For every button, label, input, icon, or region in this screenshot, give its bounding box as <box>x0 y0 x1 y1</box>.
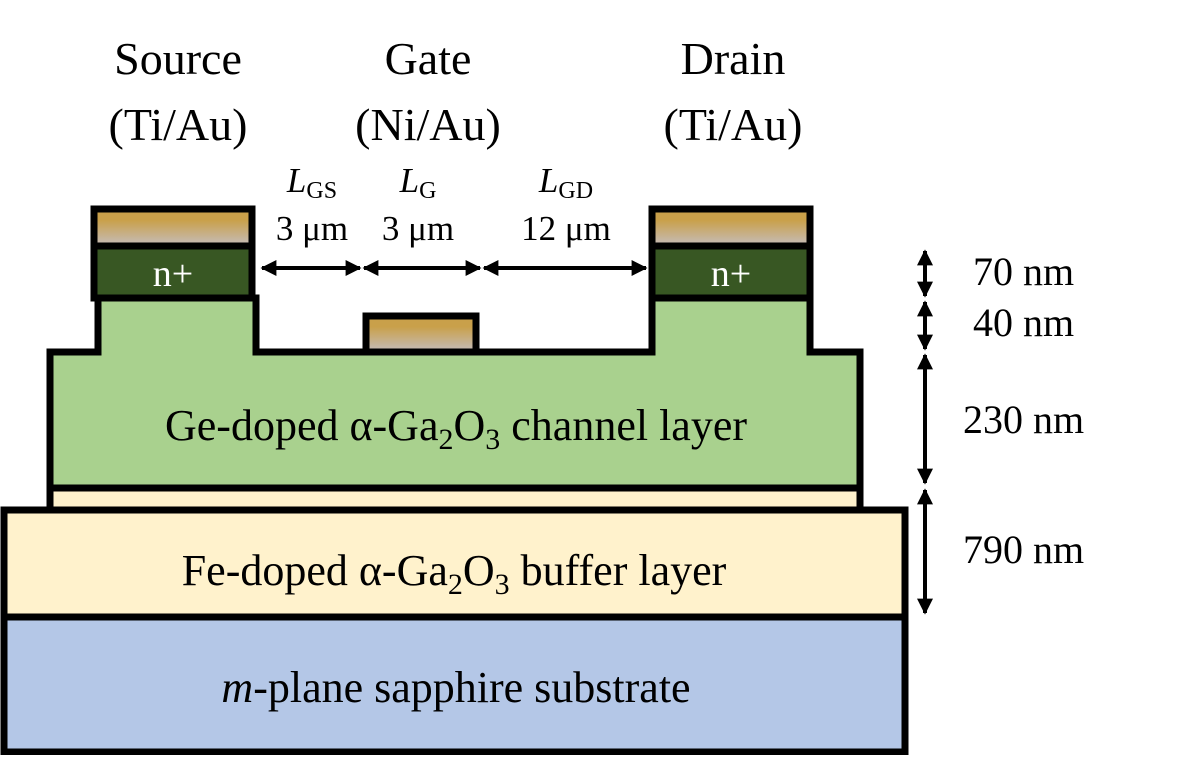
substrate-label-italic: m <box>221 663 253 712</box>
buffer-label-sub2: 3 <box>495 568 510 601</box>
lgs-sub: GS <box>306 178 337 204</box>
buffer-label-post: buffer layer <box>510 546 727 595</box>
source-metal-label: (Ti/Au) <box>109 99 248 150</box>
buffer-label-sub1: 2 <box>448 568 463 601</box>
buffer-layer-label: Fe-doped α-Ga2O3 buffer layer <box>182 546 727 601</box>
channel-label-sub2: 3 <box>485 423 500 456</box>
lgd-l: L <box>538 161 558 200</box>
lgd-symbol: LGD <box>538 161 593 204</box>
lgd-sub: GD <box>558 178 593 204</box>
substrate-layer <box>0 613 909 756</box>
channel-label-pre: Ge-doped α-Ga <box>165 401 439 450</box>
lg-sub: G <box>419 178 436 204</box>
buffer-label-mid: O <box>463 546 495 595</box>
channel-thickness-label: 230 nm <box>963 397 1084 442</box>
lg-value: 3 μm <box>382 209 454 248</box>
gate-metal-label: (Ni/Au) <box>355 99 501 150</box>
channel-body <box>46 294 864 492</box>
source-n-plus-label: n+ <box>153 253 193 295</box>
buffer-label-pre: Fe-doped α-Ga <box>182 546 448 595</box>
buffer-layer <box>0 506 909 621</box>
buffer-thickness-label: 790 nm <box>963 527 1084 572</box>
recess-thickness-label: 40 nm <box>973 300 1074 345</box>
lg-l: L <box>399 161 419 200</box>
drain-metal-label: (Ti/Au) <box>664 99 803 150</box>
channel-label-sub1: 2 <box>438 423 453 456</box>
channel-label-mid: O <box>453 401 485 450</box>
lg-symbol: LG <box>399 161 437 204</box>
drain-label: Drain <box>681 33 786 84</box>
lgs-symbol: LGS <box>286 161 337 204</box>
substrate-label-rest: -plane sapphire substrate <box>253 663 690 712</box>
drain-electrode <box>648 205 814 250</box>
n-plus-thickness-label: 70 nm <box>973 249 1074 294</box>
lgs-value: 3 μm <box>276 209 348 248</box>
channel-layer-label: Ge-doped α-Ga2O3 channel layer <box>165 401 747 456</box>
lgd-value: 12 μm <box>521 209 611 248</box>
lgs-l: L <box>286 161 306 200</box>
drain-n-plus-label: n+ <box>711 253 751 295</box>
gate-label: Gate <box>385 33 472 84</box>
gate-electrode <box>362 312 480 356</box>
substrate-layer-label: m-plane sapphire substrate <box>221 663 690 712</box>
channel-label-post: channel layer <box>500 401 747 450</box>
source-label: Source <box>114 33 242 84</box>
source-electrode <box>90 205 256 250</box>
